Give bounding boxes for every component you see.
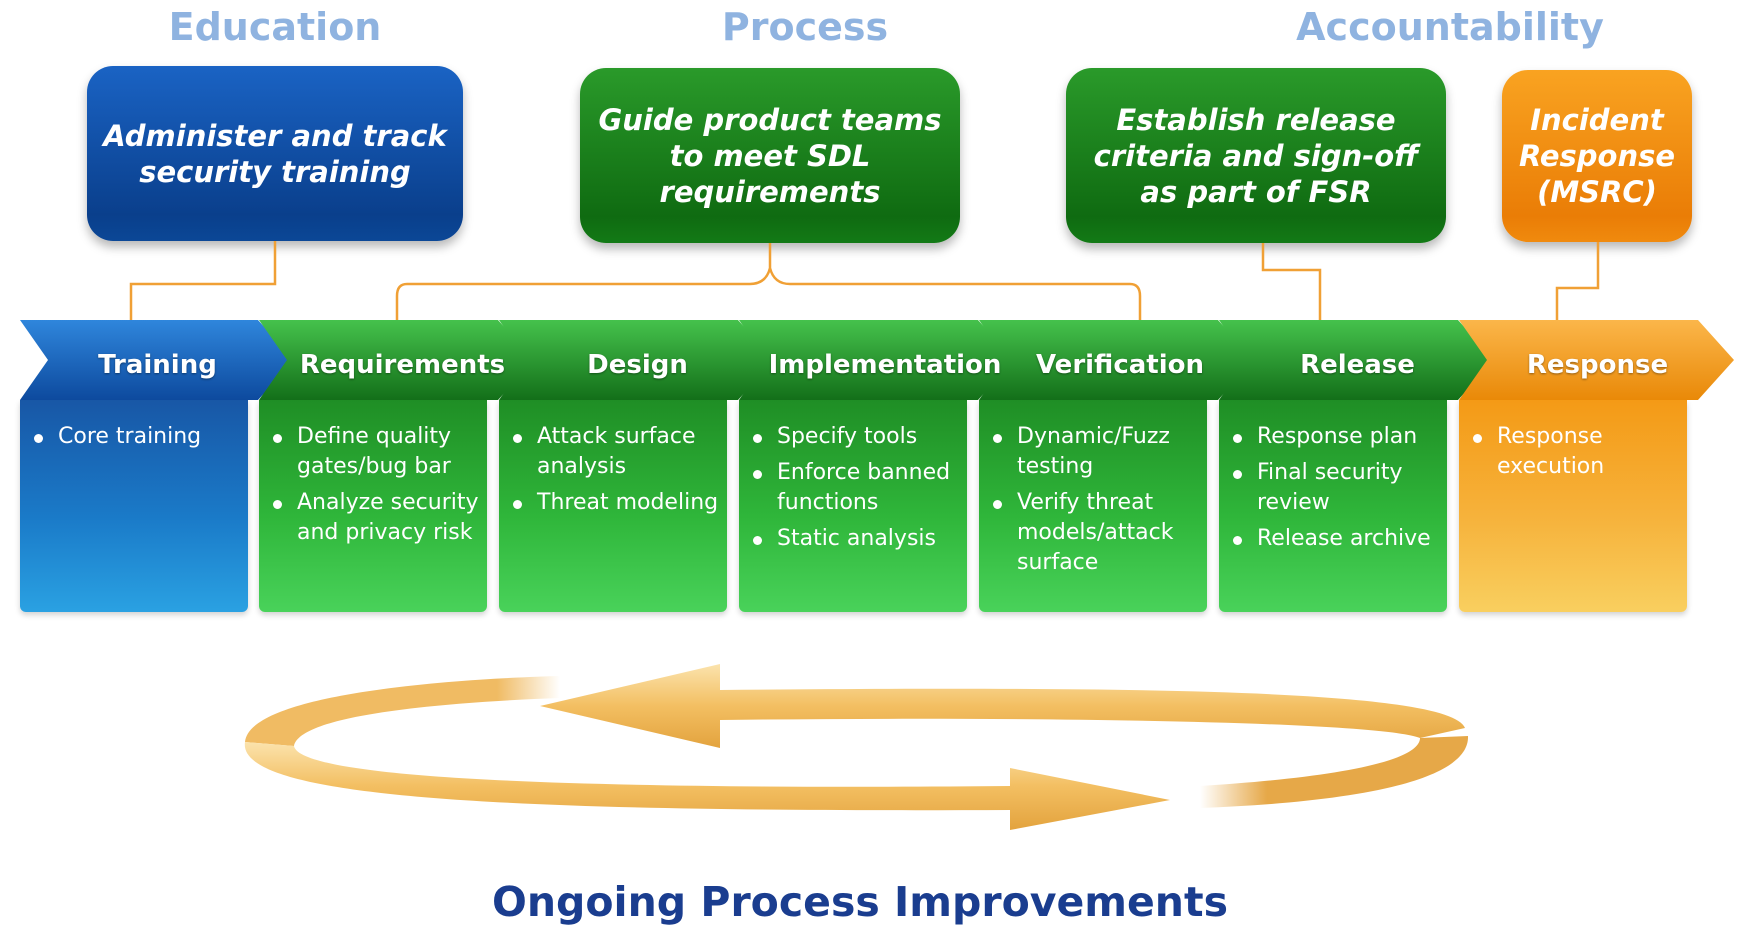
connector-lines — [129, 241, 1600, 320]
list-item: Dynamic/Fuzz testing — [989, 422, 1199, 482]
response-label: Response — [1526, 350, 1669, 380]
list-item: Define quality gates/bug bar — [269, 422, 479, 482]
requirements-label: Requirements — [299, 350, 506, 380]
list-item: Analyze security and privacy risk — [269, 488, 479, 548]
verification-column: Dynamic/Fuzz testing Verify threat model… — [979, 400, 1207, 612]
accountability-heading: Accountability — [1296, 5, 1604, 49]
design-items: Attack surface analysis Threat modeling — [499, 400, 727, 518]
release-items: Response plan Final security review Rele… — [1219, 400, 1447, 554]
list-item: Core training — [30, 422, 238, 452]
implementation-items: Specify tools Enforce banned functions S… — [739, 400, 967, 554]
education-connector — [129, 241, 277, 320]
ongoing-improvements-title: Ongoing Process Improvements — [491, 878, 1229, 926]
training-label: Training — [98, 350, 217, 380]
education-box: Administer and track security training — [87, 66, 463, 241]
verification-items: Dynamic/Fuzz testing Verify threat model… — [979, 400, 1207, 578]
phase-chevrons — [20, 320, 1734, 400]
cycle-ring-right — [1200, 736, 1469, 808]
response-column: Response execution — [1459, 400, 1687, 612]
training-chevron — [20, 320, 294, 400]
implementation-label: Implementation — [768, 350, 1002, 380]
bottom-arrow-right — [244, 742, 1170, 830]
process-connector — [395, 243, 1142, 320]
list-item: Release archive — [1229, 524, 1439, 554]
release-label: Release — [1300, 350, 1415, 380]
verification-chevron — [979, 320, 1254, 400]
release-criteria-box: Establish release criteria and sign-off … — [1066, 68, 1446, 243]
design-chevron — [499, 320, 774, 400]
requirements-column: Define quality gates/bug bar Analyze sec… — [259, 400, 487, 612]
process-box-text: Guide product teams to meet SDL requirem… — [598, 102, 942, 209]
list-item: Response execution — [1469, 422, 1679, 482]
process-heading: Process — [721, 5, 889, 49]
requirements-chevron — [259, 320, 534, 400]
cycle-ring-back — [245, 676, 560, 746]
list-item: Enforce banned functions — [749, 458, 959, 518]
list-item: Specify tools — [749, 422, 959, 452]
implementation-chevron — [739, 320, 1014, 400]
list-item: Response plan — [1229, 422, 1439, 452]
release-column: Response plan Final security review Rele… — [1219, 400, 1447, 612]
education-box-text: Administer and track security training — [103, 118, 447, 189]
training-items: Core training — [20, 400, 248, 452]
implementation-column: Specify tools Enforce banned functions S… — [739, 400, 967, 612]
design-column: Attack surface analysis Threat modeling — [499, 400, 727, 612]
response-connector — [1555, 242, 1600, 320]
design-label: Design — [587, 350, 688, 380]
list-item: Verify threat models/attack surface — [989, 488, 1199, 578]
release-connector — [1261, 243, 1322, 320]
verification-label: Verification — [1035, 350, 1204, 380]
list-item: Threat modeling — [509, 488, 719, 518]
training-column: Core training — [20, 400, 248, 612]
release-chevron — [1219, 320, 1494, 400]
improvement-cycle-arrows — [244, 664, 1469, 830]
response-chevron — [1459, 320, 1734, 400]
incident-response-box-text: Incident Response (MSRC) — [1518, 103, 1676, 209]
incident-response-box: Incident Response (MSRC) — [1502, 70, 1692, 242]
list-item: Attack surface analysis — [509, 422, 719, 482]
process-box: Guide product teams to meet SDL requirem… — [580, 68, 960, 243]
requirements-items: Define quality gates/bug bar Analyze sec… — [259, 400, 487, 548]
top-arrow-left — [540, 664, 1465, 748]
list-item: Final security review — [1229, 458, 1439, 518]
response-items: Response execution — [1459, 400, 1687, 482]
release-criteria-box-text: Establish release criteria and sign-off … — [1093, 102, 1419, 209]
list-item: Static analysis — [749, 524, 959, 554]
education-heading: Education — [168, 5, 382, 49]
